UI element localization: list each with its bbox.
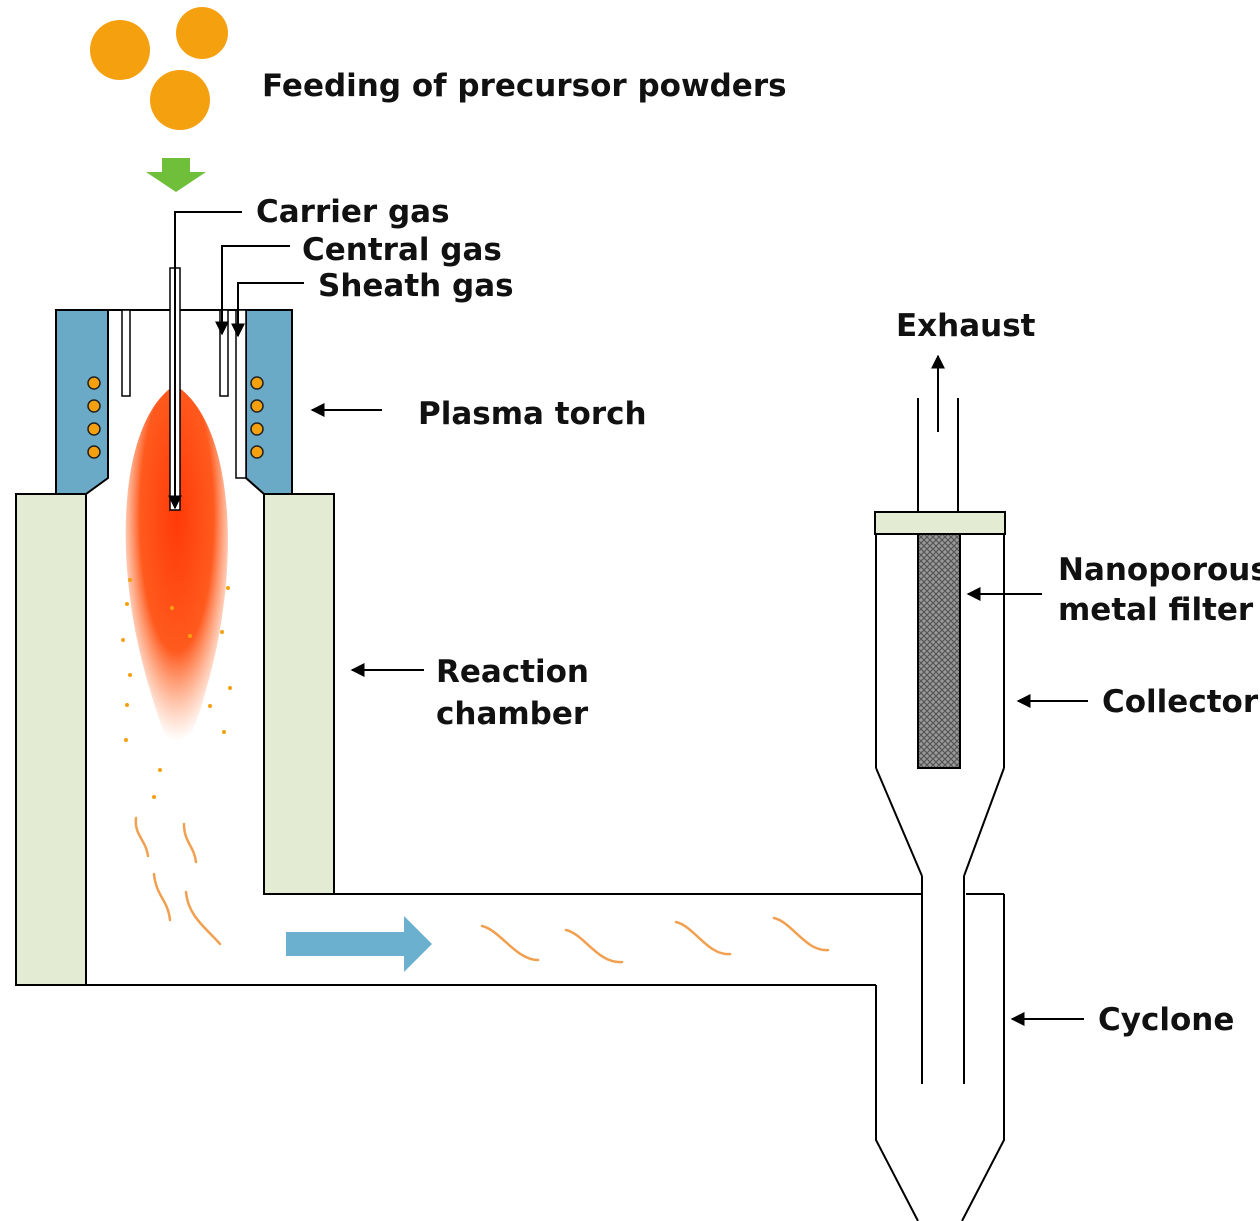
flow-arrow-icon (286, 916, 432, 972)
reaction-chamber-label-line1: Reaction (436, 654, 589, 690)
nanoporous-filter (917, 533, 961, 769)
plasma-torch-label: Plasma torch (418, 396, 647, 432)
reaction-chamber-label-line2: chamber (436, 696, 589, 732)
exhaust-label: Exhaust (896, 308, 1036, 344)
central-gas-label: Central gas (302, 232, 502, 268)
particle-strands (134, 816, 830, 964)
filter-label-line2: metal filter (1058, 592, 1254, 628)
sheath-gas-leader (231, 282, 304, 338)
plasma-flame (125, 385, 228, 760)
feed-arrow-icon (146, 158, 206, 192)
cyclone-label: Cyclone (1098, 1002, 1234, 1038)
transport-duct (86, 893, 922, 986)
carrier-gas-label: Carrier gas (256, 194, 450, 230)
filter-label-line1: Nanoporous (1058, 552, 1260, 588)
precursor-powder-icon (90, 7, 228, 130)
chamber-wall-right (263, 493, 335, 895)
particle-dots (121, 578, 232, 799)
collector-label: Collector (1102, 684, 1259, 720)
cyclone-vessel (875, 876, 1005, 1221)
sheath-gas-label: Sheath gas (318, 268, 514, 304)
collector-vessel (874, 398, 1006, 877)
central-gas-leader (215, 245, 290, 336)
induction-coil-icon (87, 376, 264, 459)
carrier-gas-leader (168, 211, 242, 510)
feeding-label: Feeding of precursor powders (262, 68, 787, 104)
chamber-wall-left (15, 493, 87, 986)
